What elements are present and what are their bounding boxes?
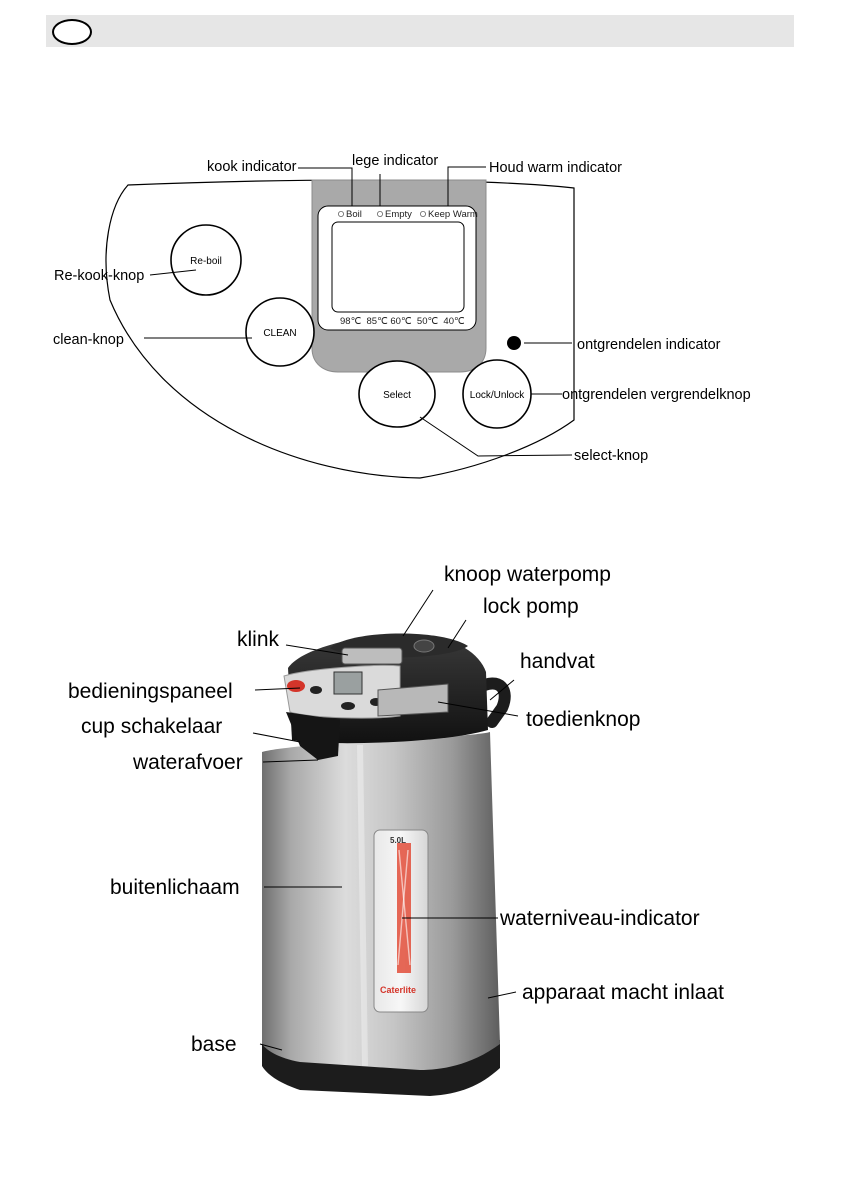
lock-unlock-button-label: Lock/Unlock — [470, 390, 525, 401]
label-lock-pump: lock pomp — [483, 595, 579, 618]
boil-dot — [337, 210, 344, 217]
capacity-text: 5.0L — [390, 836, 406, 845]
reboil-button-label: Re-boil — [190, 256, 222, 267]
reboil-button[interactable] — [170, 224, 242, 296]
window-brand-text: Caterlite — [380, 985, 416, 995]
label-power-inlet: apparaat macht inlaat — [522, 981, 724, 1004]
label-unlock-indicator: ontgrendelen indicator — [577, 337, 721, 353]
label-lock-unlock-button: ontgrendelen vergrendelknop — [562, 387, 751, 403]
label-reboil-button: Re-kook-knop — [54, 268, 144, 284]
clean-button[interactable] — [245, 297, 315, 367]
panel-boil-text: Boil — [346, 209, 362, 220]
label-dispense-button: toedienknop — [526, 708, 640, 731]
water-outlet-spout — [286, 712, 340, 760]
label-latch: klink — [237, 628, 280, 651]
label-empty-indicator: lege indicator — [352, 153, 438, 169]
panel-keep-warm-text: Keep Warm — [428, 209, 478, 220]
select-button-label: Select — [383, 390, 411, 401]
label-base: base — [191, 1033, 237, 1056]
language-badge — [52, 19, 92, 45]
label-clean-button: clean-knop — [53, 332, 124, 348]
label-keep-warm-indicator: Houd warm indicator — [489, 160, 622, 176]
appliance-leader-lines — [252, 589, 519, 1051]
keep-warm-dot — [419, 210, 426, 217]
label-handle: handvat — [520, 650, 595, 673]
label-pump-button: knoop waterpomp — [444, 563, 611, 586]
dispense-button[interactable] — [377, 683, 449, 717]
panel-empty-text: Empty — [385, 209, 412, 220]
label-water-level: waterniveau-indicator — [499, 907, 700, 930]
control-panel-diagram: Boil Empty Keep Warm 98℃ 85℃ 60℃ 50℃ 40℃… — [53, 153, 751, 479]
label-boil-indicator: kook indicator — [207, 159, 297, 175]
label-water-outlet: waterafvoer — [132, 751, 243, 774]
label-outer-body: buitenlichaam — [110, 876, 240, 899]
panel-temperature-scale: 98℃ 85℃ 60℃ 50℃ 40℃ — [340, 316, 465, 327]
panel-leader-lines — [144, 166, 573, 457]
label-control-panel: bedieningspaneel — [68, 680, 233, 703]
empty-dot — [376, 210, 383, 217]
clean-button-label: CLEAN — [263, 328, 296, 339]
lcd-screen — [331, 221, 465, 313]
label-cup-switch: cup schakelaar — [81, 715, 222, 738]
unlock-indicator-light — [507, 336, 521, 350]
pump-button[interactable] — [413, 639, 435, 653]
latch — [341, 647, 403, 665]
header-bar — [46, 15, 794, 47]
appliance-illustration: 5.0L Caterlite knoop waterpomp lock pomp… — [68, 563, 724, 1096]
select-button[interactable] — [358, 360, 436, 428]
label-select-button: select-knop — [574, 448, 648, 464]
